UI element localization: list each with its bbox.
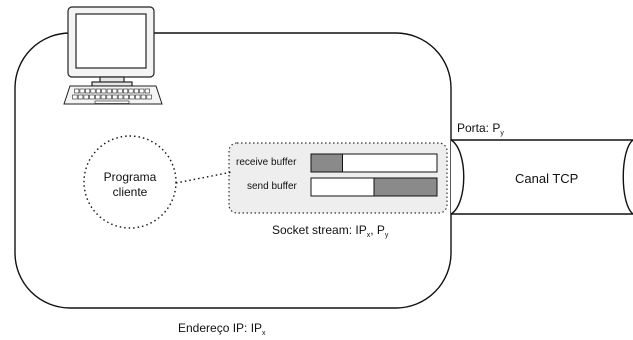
socket-caption: Socket stream: IPx, Py: [272, 224, 388, 239]
receive-buffer-fill: [310, 153, 343, 173]
socket-caption-sub-y: y: [384, 232, 389, 239]
socket-caption-prefix: Socket stream: IP: [272, 223, 367, 237]
computer-icon: [67, 6, 155, 87]
keyboard-icon: [63, 85, 163, 105]
channel-label: Canal TCP: [515, 171, 579, 186]
host-ip-sub: x: [262, 330, 266, 337]
port-label: Porta: Py: [457, 122, 504, 137]
process-label-line1: Programa: [103, 170, 157, 184]
host-ip-prefix: Endereço IP: IP: [178, 321, 263, 335]
host-ip-label: Endereço IP: IPx: [178, 322, 266, 337]
port-label-prefix: Porta: P: [457, 121, 501, 135]
socket-caption-sub-x: x: [366, 232, 371, 239]
process-label-line2: cliente: [112, 185, 148, 199]
send-buffer-fill: [373, 177, 438, 197]
process-label: Programa cliente: [90, 170, 170, 200]
tcp-channel-pipe: [450, 139, 633, 215]
port-label-sub: y: [500, 130, 504, 137]
process-socket-connector: [175, 171, 233, 184]
socket-caption-sep: , P: [370, 223, 385, 237]
send-buffer-label: send buffer: [247, 181, 297, 192]
receive-buffer-label: receive buffer: [236, 157, 297, 168]
process-circle: [83, 135, 177, 229]
